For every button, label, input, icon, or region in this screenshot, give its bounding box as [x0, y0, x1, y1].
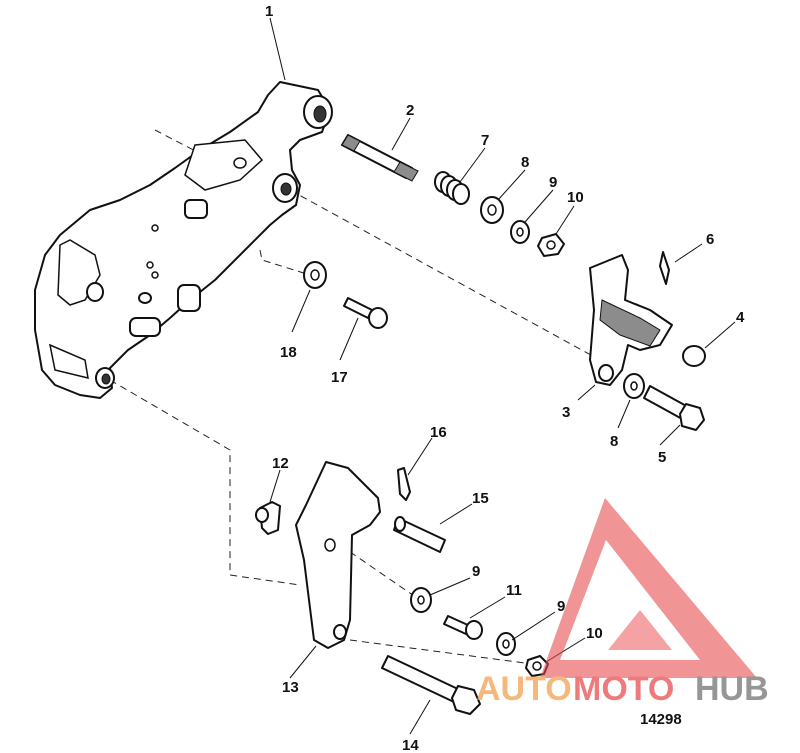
- washer-9-upper: [510, 220, 530, 244]
- callout-labels: 1 2 7 8 9 10 6 4 3 8 5 18 17 16 12 15 9 …: [265, 3, 745, 753]
- callout-15: 15: [472, 490, 489, 507]
- bolt-5: [643, 385, 705, 431]
- callout-14: 14: [402, 737, 419, 753]
- callout-4: 4: [736, 309, 745, 326]
- spring-part: [434, 171, 470, 205]
- watermark-moto: MOTO: [573, 670, 674, 708]
- washer-9-mid: [410, 587, 432, 613]
- link-arm-13: [295, 461, 381, 649]
- callout-6: 6: [706, 231, 714, 248]
- callout-10: 10: [567, 189, 584, 206]
- callout-8: 8: [521, 154, 529, 171]
- figure-number: 14298: [640, 711, 682, 728]
- callout-7: 7: [481, 132, 489, 149]
- callout-3: 3: [562, 404, 570, 421]
- cotter-pin-6: [659, 251, 670, 285]
- nut-10-upper: [537, 233, 565, 257]
- cotter-pin-16: [397, 467, 411, 501]
- callout-9-lower: 9: [557, 598, 565, 615]
- callout-17: 17: [331, 369, 348, 386]
- washer-8-lower: [623, 373, 645, 399]
- callout-1: 1: [265, 3, 273, 20]
- callout-9: 9: [549, 174, 557, 191]
- callout-2: 2: [406, 102, 414, 119]
- watermark-inner-mark: [608, 610, 672, 650]
- stud-11: [443, 615, 483, 640]
- main-bracket-part: [34, 81, 333, 399]
- watermark-triangle-logo: [540, 498, 757, 678]
- callout-8-lower: 8: [610, 433, 618, 450]
- nut-10-lower: [525, 655, 549, 677]
- callout-13: 13: [282, 679, 299, 696]
- callout-10-lower: 10: [586, 625, 603, 642]
- callout-12: 12: [272, 455, 289, 472]
- cap-4: [682, 345, 706, 367]
- watermark-hub: HUB: [695, 670, 769, 708]
- plate-12: [255, 501, 281, 535]
- automotohub-watermark: AUTO MOTO HUB: [476, 498, 769, 708]
- callout-11: 11: [506, 582, 522, 599]
- washer-8-upper: [480, 196, 504, 224]
- watermark-auto: AUTO: [476, 670, 572, 708]
- callout-18: 18: [280, 344, 297, 361]
- alignment-lines: [109, 129, 601, 666]
- callout-9-mid: 9: [472, 563, 480, 580]
- washer-9-lower: [496, 632, 516, 656]
- washer-18: [303, 261, 327, 289]
- pin-15: [393, 516, 446, 553]
- lever-bracket-3: [589, 254, 673, 386]
- screw-17: [343, 297, 388, 329]
- callout-16: 16: [430, 424, 447, 441]
- bolt-14: [381, 655, 481, 715]
- callout-5: 5: [658, 449, 666, 466]
- stud-part: [341, 134, 419, 182]
